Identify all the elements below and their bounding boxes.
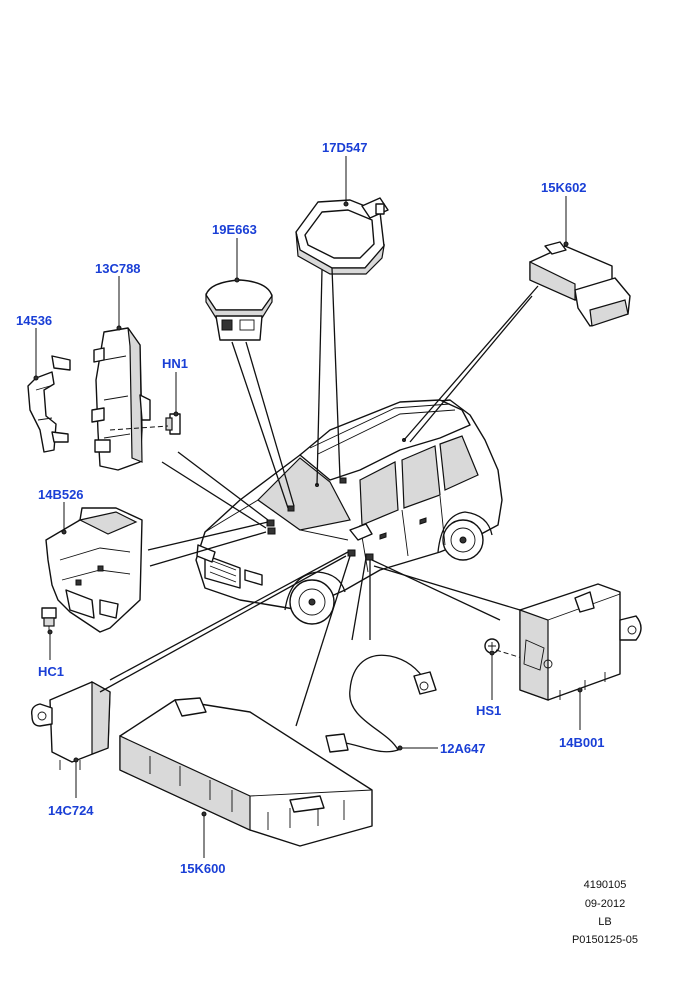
illustration-code: P0150125-05	[571, 934, 639, 946]
figure-number: 4190105	[583, 879, 627, 891]
callout-12A647: 12A647	[440, 741, 486, 756]
part-14B526-bracket	[45, 507, 143, 633]
callout-13C788: 13C788	[95, 261, 141, 276]
vehicle-illustration	[195, 399, 503, 625]
part-14B001-module	[519, 583, 642, 701]
part-15K602-module	[529, 241, 631, 327]
callout-17D547: 17D547	[322, 140, 368, 155]
part-19E663-switch	[205, 279, 273, 341]
part-12A647-harness	[325, 654, 437, 753]
part-13C788-bracket	[91, 327, 151, 471]
callout-15K600: 15K600	[180, 861, 226, 876]
callout-19E663: 19E663	[212, 222, 257, 237]
part-HS1-screw	[484, 638, 523, 659]
model-code: LB	[598, 916, 612, 928]
part-14536-bracket	[27, 355, 71, 453]
callout-14536: 14536	[16, 313, 53, 328]
date-code: 09-2012	[584, 898, 626, 910]
part-17D547-sensor	[295, 197, 389, 275]
part-14C724-module	[30, 680, 111, 770]
callout-14B001: 14B001	[559, 735, 605, 750]
callout-15K602: 15K602	[541, 180, 587, 195]
leader-lines	[99, 267, 539, 727]
callout-HC1: HC1	[38, 664, 65, 679]
callout-HS1: HS1	[476, 703, 502, 718]
part-HC1-clip	[41, 607, 57, 632]
callout-HN1: HN1	[162, 356, 189, 371]
callout-14C724: 14C724	[48, 803, 94, 818]
callout-leads	[33, 156, 583, 858]
callout-14B526: 14B526	[38, 487, 84, 502]
part-15K600-module	[119, 697, 373, 847]
